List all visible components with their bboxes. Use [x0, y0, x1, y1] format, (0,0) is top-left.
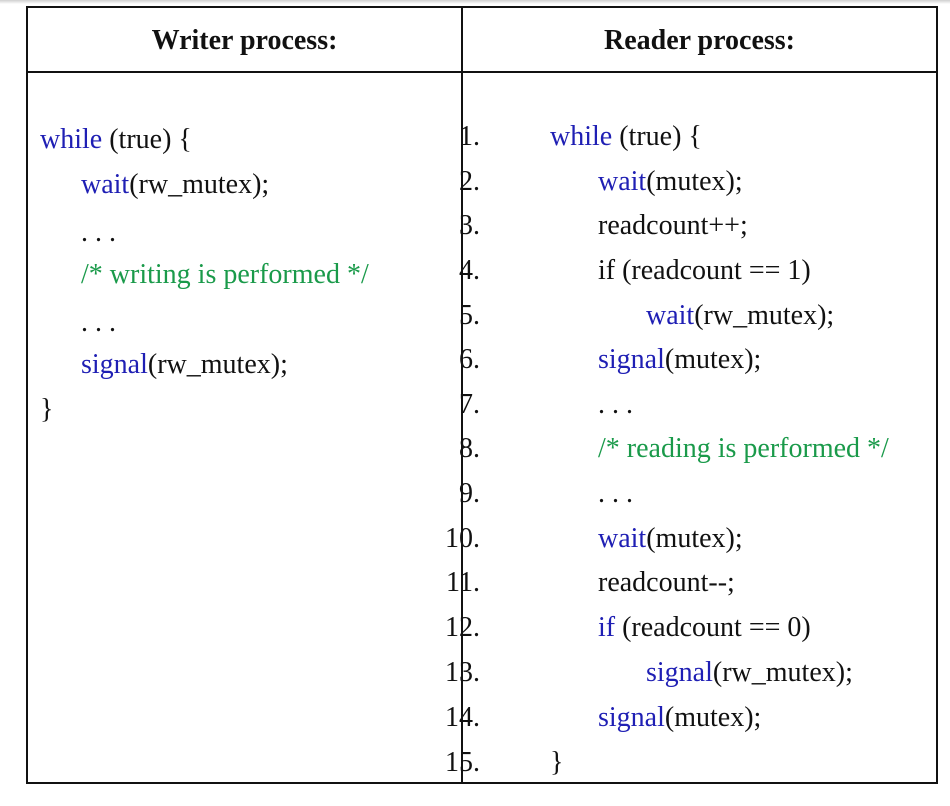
reader-header: Reader process:: [603, 25, 796, 56]
reader-code-line: readcount++;: [598, 204, 748, 248]
writer-header: Writer process:: [151, 25, 338, 56]
code-keyword: wait: [646, 300, 695, 331]
line-number: 5.: [459, 300, 480, 331]
line-number: 9.: [459, 478, 480, 509]
writer-code-line: wait(rw_mutex);: [81, 163, 269, 207]
code-keyword: signal: [81, 349, 148, 380]
code-comment: /* writing is performed */: [81, 259, 369, 290]
code-text: . . .: [598, 389, 633, 420]
code-keyword: if: [598, 612, 616, 643]
reader-code-line: }: [550, 741, 563, 785]
code-keyword: while: [40, 124, 103, 155]
reader-code-line: /* reading is performed */: [598, 427, 889, 471]
code-text: (mutex);: [646, 166, 743, 197]
reader-code-line: wait(mutex);: [598, 160, 743, 204]
line-number: 13.: [445, 657, 480, 688]
reader-code-line: wait(mutex);: [598, 517, 743, 561]
code-text: (true) {: [612, 121, 702, 152]
code-keyword: while: [550, 121, 613, 152]
line-number: 1.: [459, 121, 480, 152]
reader-code-line: if (readcount == 1): [598, 249, 811, 293]
line-number: 11.: [446, 567, 480, 598]
writer-code-line: while (true) {: [40, 118, 192, 162]
code-keyword: wait: [81, 169, 130, 200]
line-number: 3.: [459, 210, 480, 241]
line-number: 2.: [459, 166, 480, 197]
code-keyword: wait: [598, 166, 647, 197]
reader-code-line: . . .: [598, 383, 633, 427]
code-comment: /* reading is performed */: [598, 433, 889, 464]
code-text: if (readcount == 1): [598, 255, 811, 286]
code-text: (rw_mutex);: [147, 349, 288, 380]
code-keyword: signal: [598, 344, 665, 375]
writer-code-line: /* writing is performed */: [81, 253, 369, 297]
code-keyword: wait: [598, 523, 647, 554]
line-number: 4.: [459, 255, 480, 286]
reader-code-line: signal(mutex);: [598, 696, 761, 740]
line-number: 10.: [445, 523, 480, 554]
code-table: Writer process: Reader process: while (t…: [26, 6, 938, 784]
line-number: 12.: [445, 612, 480, 643]
code-text: . . .: [81, 217, 116, 248]
line-number: 15.: [445, 747, 480, 778]
code-text: (true) {: [102, 124, 192, 155]
reader-code-line: if (readcount == 0): [598, 606, 811, 650]
code-text: (mutex);: [664, 344, 762, 375]
reader-code-line: . . .: [598, 472, 633, 516]
code-keyword: signal: [646, 657, 713, 688]
code-text: (mutex);: [664, 702, 762, 733]
line-number: 14.: [445, 702, 480, 733]
code-text: . . .: [81, 307, 116, 338]
code-text: (rw_mutex);: [694, 300, 835, 331]
line-number: 8.: [459, 433, 480, 464]
writer-code-line: . . .: [81, 301, 116, 345]
reader-code-line: signal(rw_mutex);: [646, 651, 853, 695]
line-number: 6.: [459, 344, 480, 375]
reader-code-line: readcount--;: [598, 561, 735, 605]
code-text: (rw_mutex);: [129, 169, 270, 200]
reader-code-line: wait(rw_mutex);: [646, 294, 834, 338]
top-shadow: [0, 0, 950, 4]
writer-code-line: . . .: [81, 211, 116, 255]
code-text: readcount--;: [598, 567, 735, 598]
code-text: . . .: [598, 478, 633, 509]
code-text: readcount++;: [598, 210, 748, 241]
header-rule: [28, 71, 936, 73]
writer-code-line: }: [40, 388, 53, 432]
column-divider: [461, 8, 463, 782]
reader-code-line: signal(mutex);: [598, 338, 761, 382]
code-text: }: [550, 747, 564, 778]
writer-code-line: signal(rw_mutex);: [81, 343, 288, 387]
line-number: 7.: [459, 389, 480, 420]
code-text: (mutex);: [646, 523, 743, 554]
code-text: }: [40, 394, 54, 425]
code-text: (readcount == 0): [615, 612, 811, 643]
reader-code-line: while (true) {: [550, 115, 702, 159]
code-text: (rw_mutex);: [712, 657, 853, 688]
code-keyword: signal: [598, 702, 665, 733]
